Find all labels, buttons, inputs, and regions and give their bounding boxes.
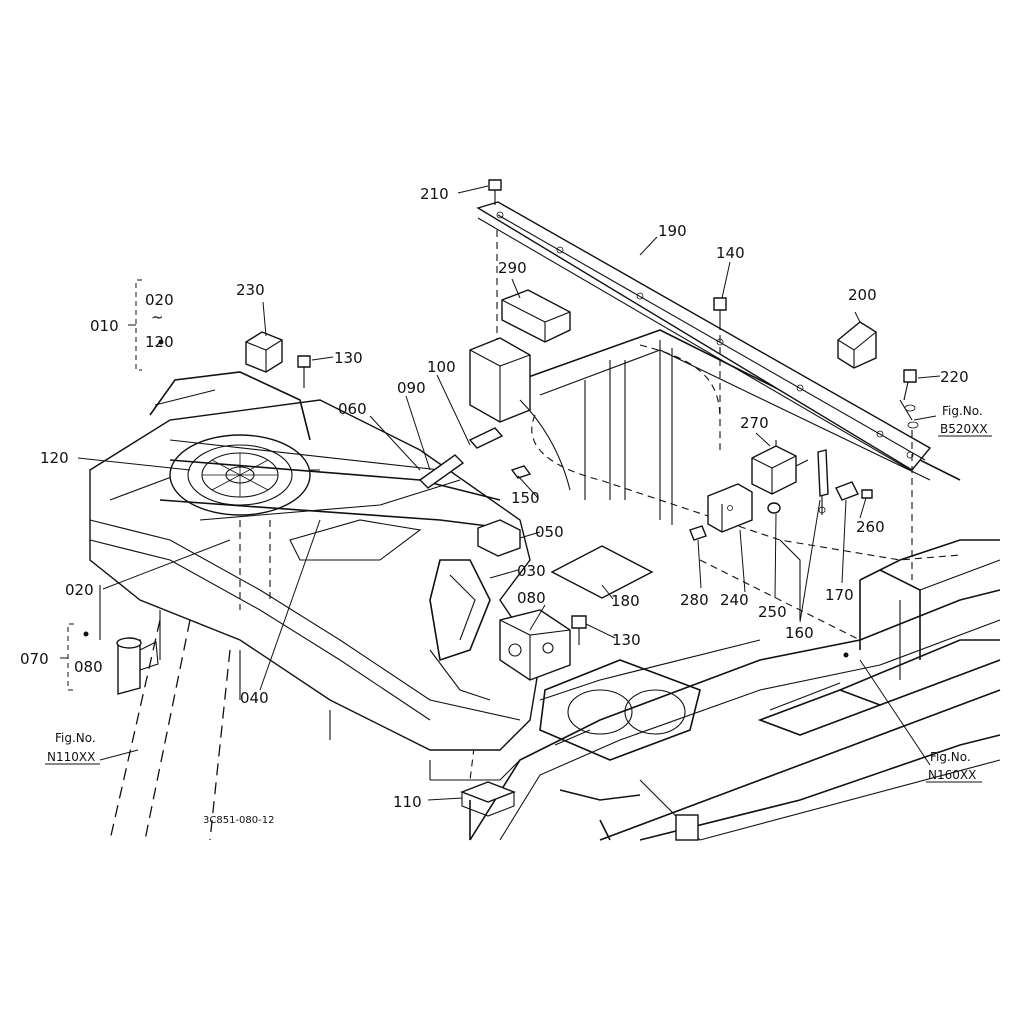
label-180: 180 [611, 592, 640, 610]
label-250: 250 [758, 603, 787, 621]
drawing-code: 3C851-080-12 [203, 815, 274, 826]
bolt-130-lower [571, 615, 587, 645]
block-050 [477, 519, 521, 557]
cabin-panel [469, 329, 1001, 781]
valve-assembly [429, 559, 571, 701]
label-110: 110 [393, 793, 422, 811]
label-150: 150 [511, 489, 540, 507]
figure-references: Fig.No. B520XX Fig.No. N110XX Fig.No. N1… [45, 404, 992, 783]
label-210: 210 [420, 185, 449, 203]
leader-lines [77, 185, 941, 801]
label-100: 100 [427, 358, 456, 376]
label-220: 220 [940, 368, 969, 386]
clip-150 [510, 465, 532, 479]
ref-n160-number: N160XX [928, 768, 976, 782]
bracket-290 [501, 289, 571, 343]
label-060: 060 [338, 400, 367, 418]
group-brackets [60, 279, 142, 691]
bolt-210 [488, 179, 502, 205]
nut-250 [767, 502, 781, 514]
clip-170 [835, 481, 859, 501]
bracket-200 [837, 321, 877, 369]
label-120-range-end: 120 [145, 333, 174, 351]
plate-180 [550, 545, 654, 599]
pipe-090 [418, 454, 465, 489]
ref-n160-fig: Fig.No. [930, 750, 971, 764]
label-230: 230 [236, 281, 265, 299]
label-130-upper: 130 [334, 349, 363, 367]
label-020-range-start: 020 [145, 291, 174, 309]
bracket-240 [707, 483, 753, 533]
pad-110 [460, 781, 516, 817]
bolt-220 [899, 369, 919, 580]
label-040: 040 [240, 689, 269, 707]
label-080-tube: 080 [74, 658, 103, 676]
floor-vent-plate [539, 659, 701, 761]
left-frame [109, 520, 271, 841]
floor-frame [469, 589, 1001, 841]
tube-080 [116, 637, 159, 695]
label-130-lower: 130 [612, 631, 641, 649]
ref-b520-number: B520XX [940, 422, 988, 436]
label-170: 170 [825, 586, 854, 604]
floor-duct [757, 639, 1001, 736]
label-020: 020 [65, 581, 94, 599]
ref-n110-number: N110XX [47, 750, 95, 764]
ref-n110-fig: Fig.No. [55, 731, 96, 745]
label-030: 030 [517, 562, 546, 580]
label-140: 140 [716, 244, 745, 262]
sensor-160 [817, 449, 829, 515]
label-280: 280 [680, 591, 709, 609]
label-290: 290 [498, 259, 527, 277]
screw-260 [861, 489, 873, 499]
label-range-tilde: ~ [151, 308, 164, 326]
label-120: 120 [40, 449, 69, 467]
bolt-280 [689, 525, 707, 541]
label-080: 080 [517, 589, 546, 607]
blower-housing [89, 371, 541, 781]
part-labels: 010 020 ~ 120 230 130 120 020 070 080 04… [20, 185, 969, 811]
top-rail [476, 201, 932, 471]
pipe-100 [468, 399, 571, 491]
label-010: 010 [90, 317, 119, 335]
label-200: 200 [848, 286, 877, 304]
label-270: 270 [740, 414, 769, 432]
label-260: 260 [856, 518, 885, 536]
label-240: 240 [720, 591, 749, 609]
switch-270 [751, 440, 809, 495]
bolt-130-upper [297, 355, 311, 388]
label-190: 190 [658, 222, 687, 240]
label-090: 090 [397, 379, 426, 397]
label-050: 050 [535, 523, 564, 541]
block-230 [245, 331, 283, 373]
bolt-140 [713, 297, 727, 420]
label-160: 160 [785, 624, 814, 642]
label-070: 070 [20, 650, 49, 668]
ref-b520-fig: Fig.No. [942, 404, 983, 418]
